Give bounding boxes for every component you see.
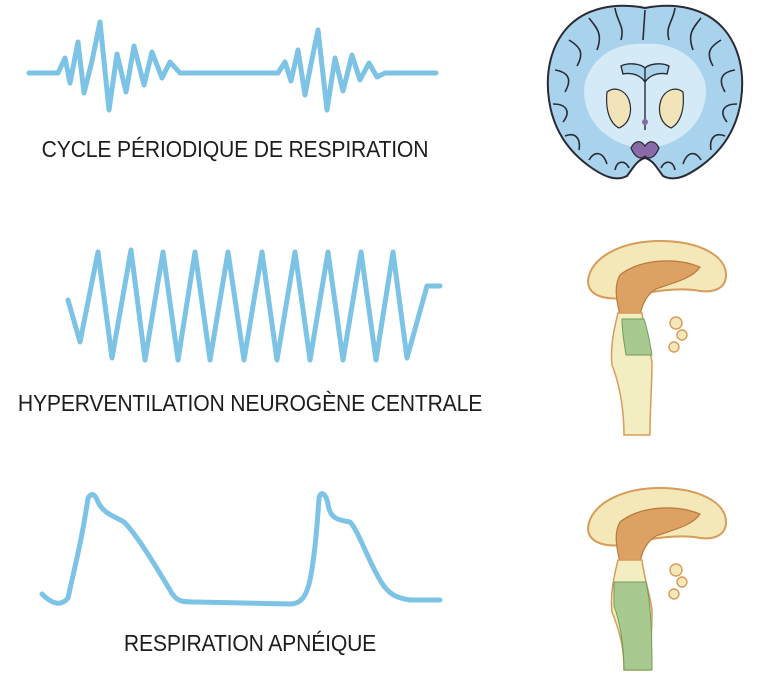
pontine-lesion bbox=[613, 581, 653, 671]
gyri-right bbox=[660, 7, 738, 171]
hyperventilation-trace bbox=[65, 247, 443, 363]
apneustic-waveform bbox=[39, 491, 443, 607]
thalamus-left bbox=[606, 88, 632, 129]
hyperventilation-waveform bbox=[65, 247, 443, 363]
midbrain-orange bbox=[615, 507, 701, 563]
midbrain-lesion bbox=[621, 318, 653, 356]
panel-hyperventilation: HYPERVENTILATION NEUROGÈNE CENTRALE bbox=[0, 220, 768, 436]
lobule-2 bbox=[676, 329, 688, 341]
caption-hyperventilation: HYPERVENTILATION NEUROGÈNE CENTRALE bbox=[17, 390, 483, 416]
cheyne-stokes-waveform bbox=[26, 19, 439, 113]
third-ventricle-dot bbox=[642, 119, 648, 125]
gyri-left bbox=[552, 7, 646, 171]
cheyne-stokes-trace bbox=[26, 19, 439, 113]
brainstem-midbrain-illustration bbox=[586, 239, 728, 436]
apneustic-trace bbox=[39, 491, 443, 607]
caption-cheyne-stokes: CYCLE PÉRIODIQUE DE RESPIRATION bbox=[41, 136, 429, 162]
lobule-3 bbox=[668, 588, 680, 600]
brain-coronal-illustration bbox=[546, 4, 744, 180]
midbrain-orange bbox=[615, 260, 701, 316]
caption-apneustic: RESPIRATION APNÉIQUE bbox=[123, 630, 377, 656]
lobule-1 bbox=[669, 316, 683, 330]
panel-apneustic: RESPIRATION APNÉIQUE bbox=[0, 470, 768, 671]
lobule-1 bbox=[669, 563, 683, 577]
thalamus-right bbox=[658, 88, 684, 129]
lobule-2 bbox=[676, 576, 688, 588]
brainstem-pons-illustration bbox=[586, 486, 728, 671]
panel-cheyne-stokes: CYCLE PÉRIODIQUE DE RESPIRATION bbox=[0, 0, 768, 200]
basal-nuclei bbox=[630, 141, 660, 159]
lobule-3 bbox=[668, 341, 680, 353]
